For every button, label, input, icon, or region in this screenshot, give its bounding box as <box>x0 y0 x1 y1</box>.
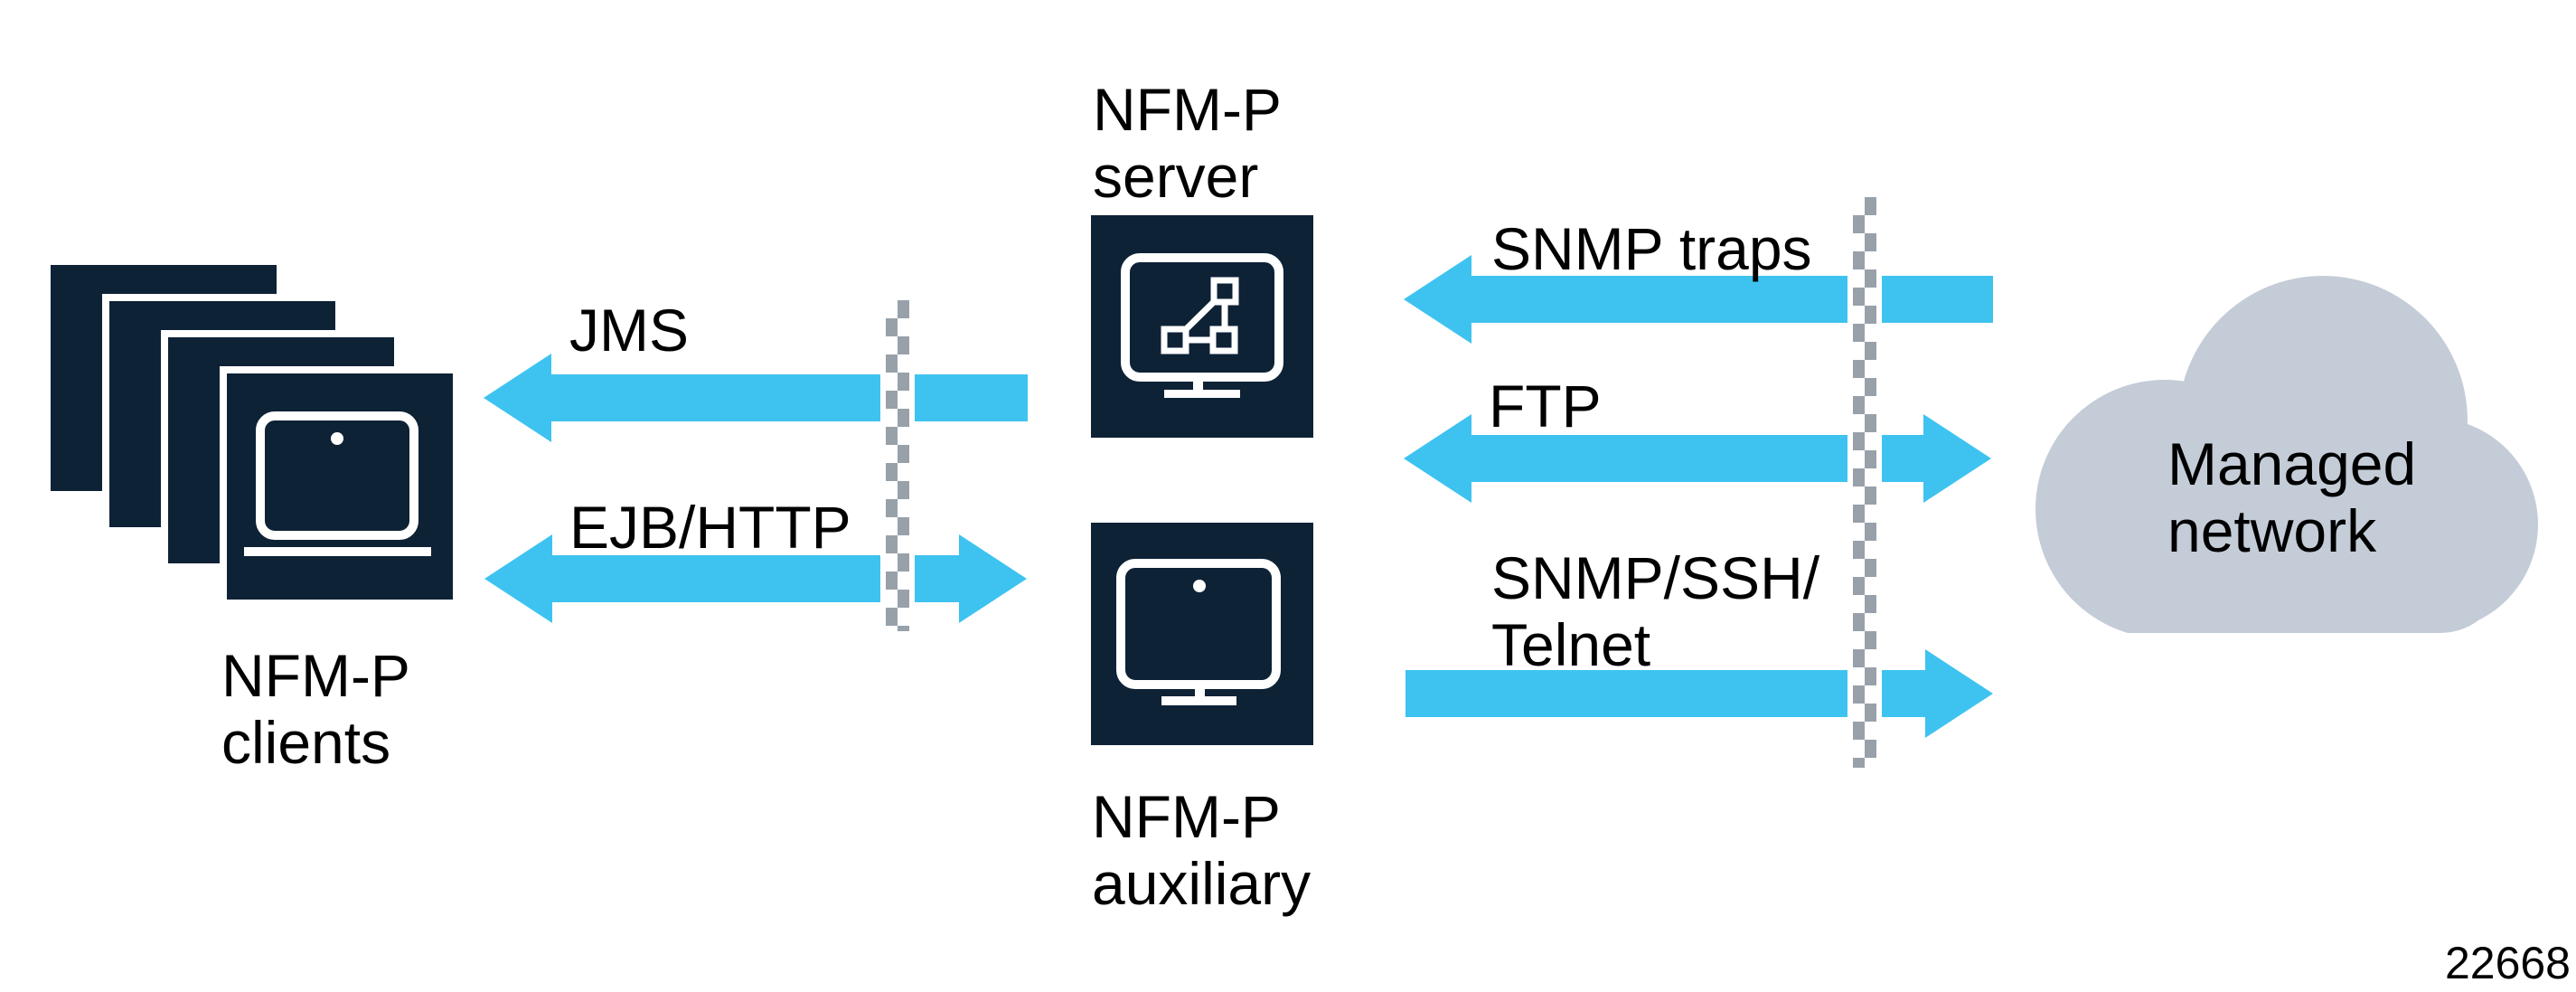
snmp-ssh-telnet-arrow <box>1406 649 1993 738</box>
clients-label-line2: clients <box>221 709 391 776</box>
clients-label-line1: NFM-P <box>221 642 410 709</box>
auxiliary-node <box>1091 523 1313 745</box>
jms-link-label: JMS <box>569 297 689 364</box>
jms-arrow <box>484 354 1028 442</box>
managed-network-label-line2: network <box>2167 497 2377 564</box>
snmp-ssh-telnet-label-line1: SNMP/SSH/ <box>1491 544 1820 611</box>
auxiliary-label-line1: NFM-P <box>1092 783 1281 850</box>
ejb-http-link-label: EJB/HTTP <box>569 494 851 561</box>
snmp-traps-arrow <box>1404 255 1993 344</box>
ftp-arrow <box>1404 414 1991 503</box>
client-square-front <box>227 373 453 600</box>
server-node <box>1091 215 1313 438</box>
firewall-icon <box>880 300 915 631</box>
snmp-traps-link-label: SNMP traps <box>1491 215 1812 282</box>
monitor-topology-icon <box>1121 253 1283 398</box>
snmp-ssh-telnet-label-line2: Telnet <box>1491 611 1651 678</box>
snmp-ssh-telnet-link-label: SNMP/SSH/Telnet <box>1491 544 1819 678</box>
firewall-icon <box>1847 197 1882 768</box>
cloud-icon <box>2035 276 2538 633</box>
ftp-link-label: FTP <box>1489 373 1602 439</box>
figure-number: 22668 <box>2444 938 2571 988</box>
auxiliary-label-line2: auxiliary <box>1092 850 1312 917</box>
server-label-line1: NFM-P <box>1093 76 1282 143</box>
laptop-icon <box>244 411 431 556</box>
monitor-icon <box>1116 559 1281 705</box>
managed-network-label-line1: Managed <box>2167 430 2417 497</box>
server-label-line2: server <box>1093 143 1259 210</box>
